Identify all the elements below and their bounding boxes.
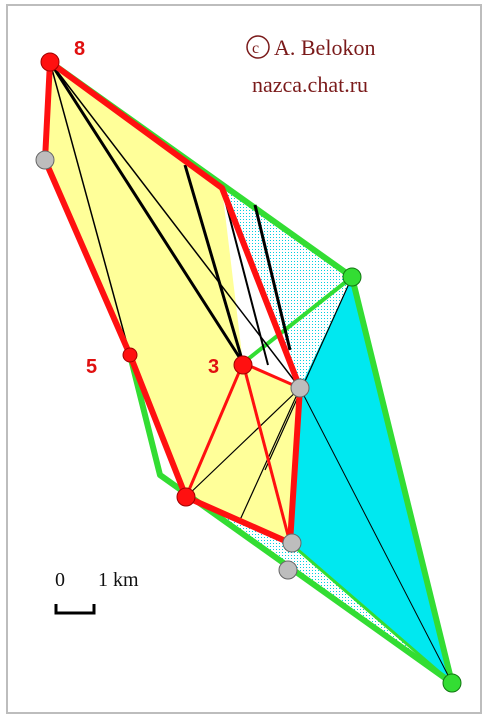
cyan-region-right	[300, 277, 452, 683]
yellow-region	[45, 62, 300, 543]
credit-author: A. Belokon	[274, 35, 375, 60]
scale-distance-label: 1 km	[98, 569, 139, 591]
point-3-marker	[233, 355, 253, 375]
red-point-marker	[176, 487, 196, 507]
copyright-letter: c	[252, 40, 259, 57]
point-5-marker	[122, 347, 138, 363]
point-label-3: 3	[208, 356, 219, 378]
grey-point-marker	[35, 150, 55, 170]
dotted-cyan-region-upper	[55, 63, 352, 388]
grey-point-marker	[290, 378, 310, 398]
credit-site: nazca.chat.ru	[252, 72, 368, 97]
cyan-region-middle	[290, 388, 452, 683]
scale-bar	[54, 604, 96, 615]
green-point-marker	[342, 267, 362, 287]
point-label-5: 5	[86, 356, 97, 378]
green-line-inner-2	[289, 541, 453, 685]
black-line-group	[48, 61, 453, 684]
point-8-marker	[40, 52, 60, 72]
red-boundary	[42, 59, 303, 546]
copyright-icon	[246, 35, 270, 59]
red-line-group	[184, 361, 301, 544]
green-point-marker	[442, 673, 462, 693]
grey-point-marker	[278, 560, 298, 580]
grey-point-marker	[282, 533, 302, 553]
point-label-8: 8	[74, 38, 85, 60]
green-line-inner-1	[241, 275, 354, 365]
scale-zero-label: 0	[55, 569, 65, 591]
